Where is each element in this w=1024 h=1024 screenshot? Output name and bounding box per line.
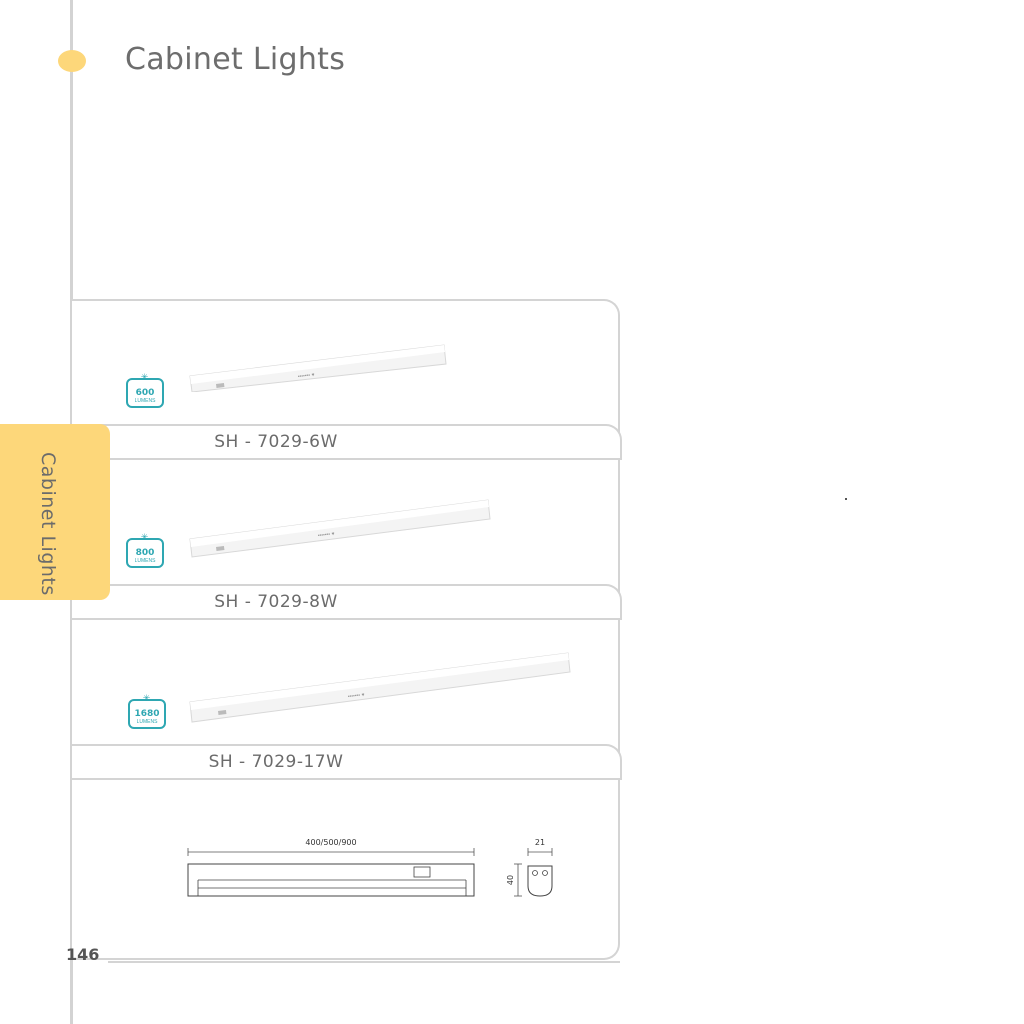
lumens-value: 600 — [135, 388, 155, 398]
page-title: Cabinet Lights — [125, 42, 346, 77]
side-tab-label: Cabinet Lights — [37, 452, 59, 596]
footer-rule — [108, 961, 620, 963]
product-panel — [72, 299, 620, 960]
width-dimension: 21 — [535, 838, 545, 847]
lumens-unit: LUMENS — [136, 719, 158, 725]
dimension-drawing: 400/500/900 21 40 — [187, 838, 553, 897]
svg-text:▪▪▪▪▪▪▪ ♥: ▪▪▪▪▪▪▪ ♥ — [318, 531, 335, 539]
speck — [845, 498, 847, 500]
length-dimension: 400/500/900 — [305, 838, 356, 847]
light-rays-icon: ✳ — [142, 693, 152, 703]
height-dimension: 40 — [506, 875, 515, 885]
lumens-badge-600: ✳ 600 LUMENS — [126, 373, 164, 408]
section-side-tab: Cabinet Lights — [0, 424, 110, 600]
lumens-badge-1680: ✳ 1680 LUMENS — [128, 694, 166, 729]
product-image-6w: ▪▪▪▪▪▪▪ ♥ — [189, 344, 447, 392]
model-label-8w: SH - 7029-8W — [72, 584, 622, 620]
lumens-unit: LUMENS — [134, 558, 156, 564]
product-image-17w: ▪▪▪▪▪▪▪ ♥ — [189, 652, 571, 723]
light-rays-icon: ✳ — [140, 372, 150, 382]
svg-text:▪▪▪▪▪▪▪ ♥: ▪▪▪▪▪▪▪ ♥ — [348, 692, 365, 700]
model-label-6w: SH - 7029-6W — [72, 424, 622, 460]
lumens-unit: LUMENS — [134, 398, 156, 404]
page-number: 146 — [66, 945, 100, 964]
model-label-17w: SH - 7029-17W — [72, 744, 622, 780]
lumens-badge-800: ✳ 800 LUMENS — [126, 533, 164, 568]
product-image-8w: ▪▪▪▪▪▪▪ ♥ — [189, 499, 491, 558]
light-rays-icon: ✳ — [140, 532, 150, 542]
header-bullet-icon — [58, 50, 86, 72]
svg-text:▪▪▪▪▪▪▪ ♥: ▪▪▪▪▪▪▪ ♥ — [298, 372, 315, 380]
lumens-value: 1680 — [134, 709, 160, 719]
lumens-value: 800 — [135, 548, 155, 558]
